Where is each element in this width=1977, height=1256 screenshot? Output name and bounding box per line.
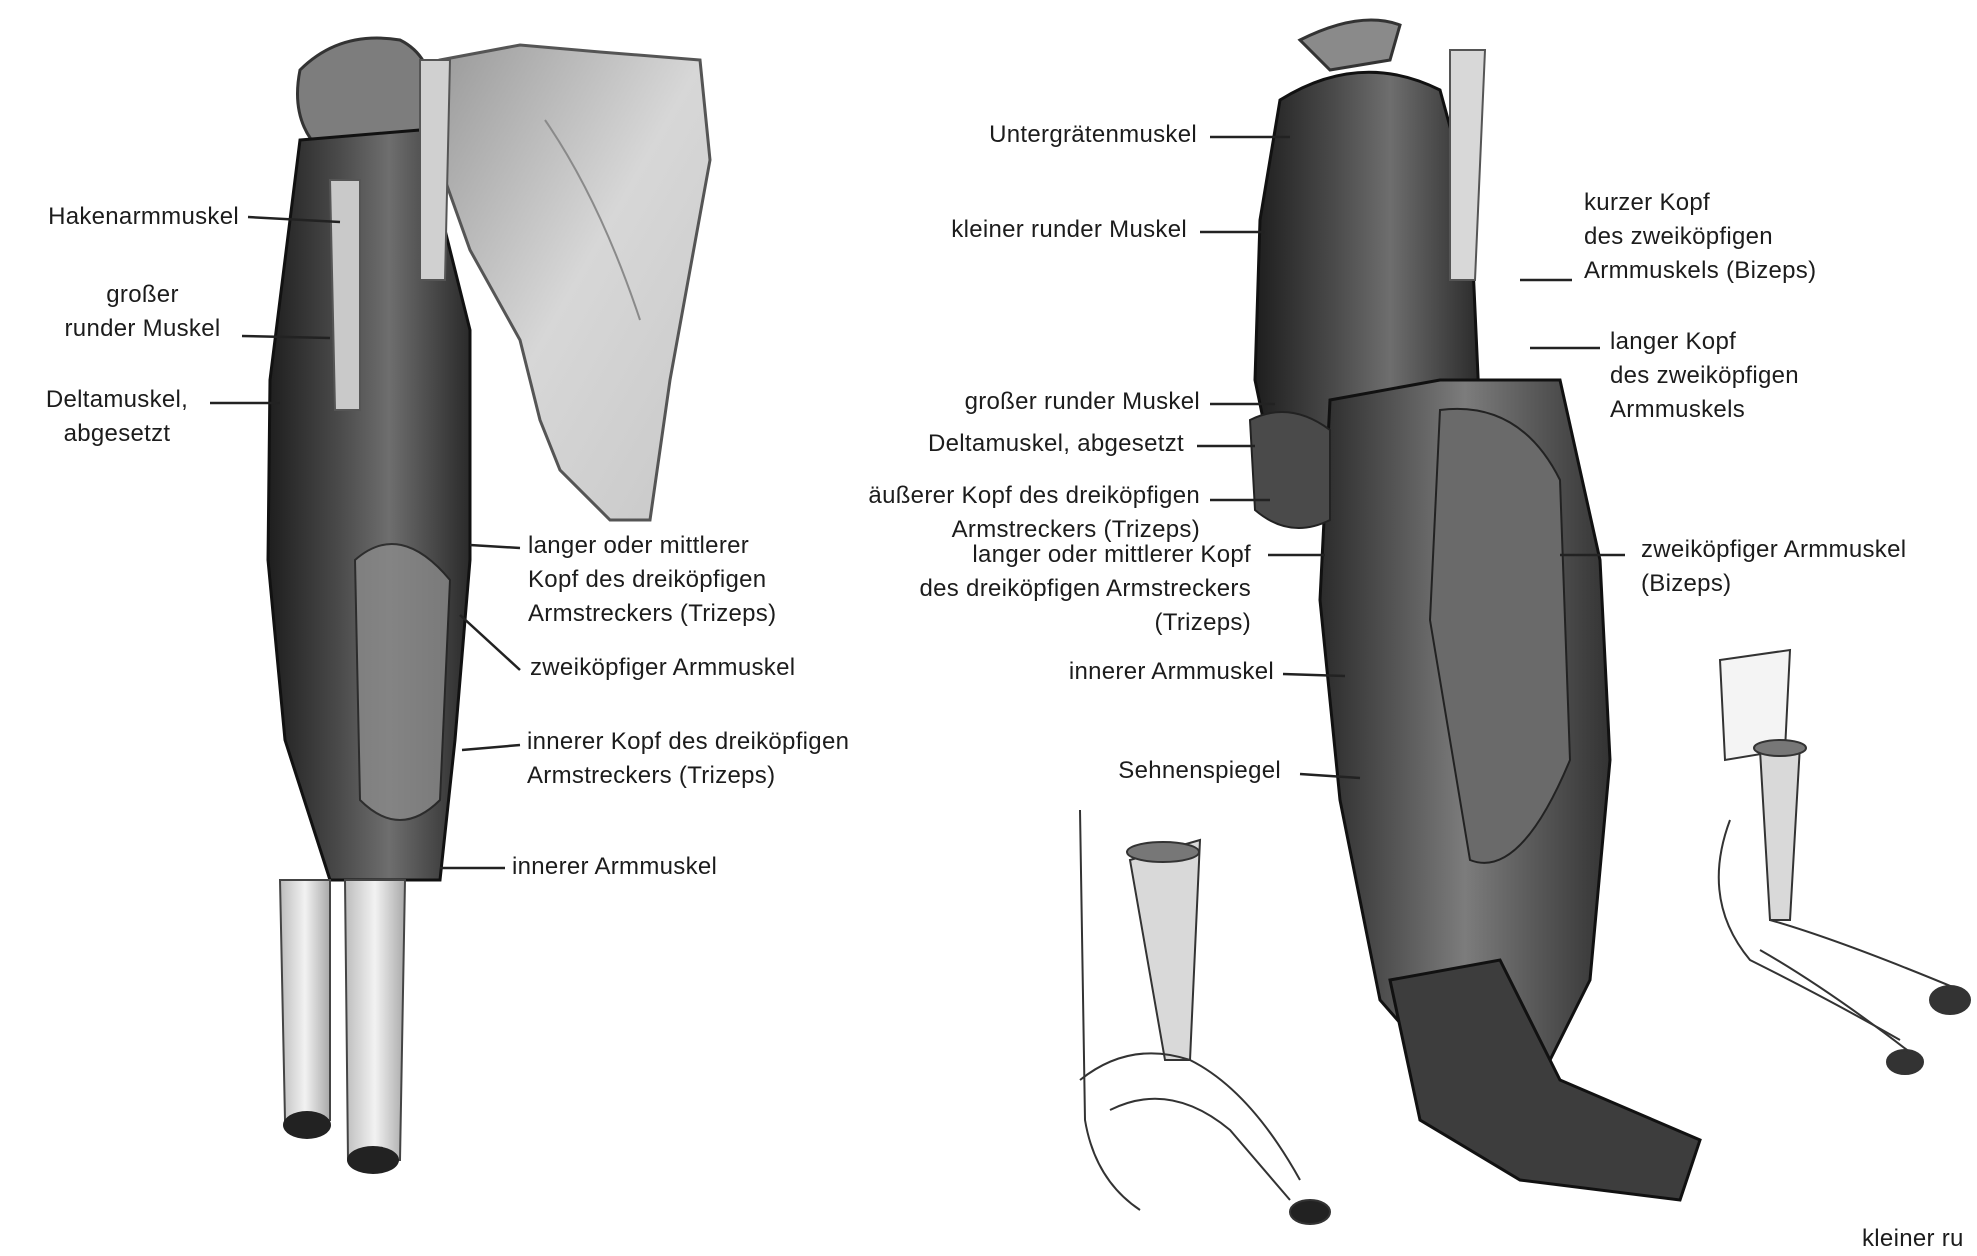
label-line: abgesetzt (22, 417, 212, 451)
label-line: Armstreckers (Trizeps) (528, 597, 776, 631)
label-sehnenspiegel: Sehnenspiegel (1118, 754, 1281, 788)
label-langer-mittlerer-kopf-right: langer oder mittlerer Kopf des dreiköpfi… (919, 538, 1251, 640)
label-langer-kopf-bizeps: langer Kopf des zweiköpfigen Armmuskels (1610, 325, 1799, 427)
long-tendon-right (1450, 50, 1485, 280)
acromion-shape (1300, 20, 1400, 70)
label-grosser-runder-muskel-right: großer runder Muskel (965, 385, 1200, 419)
label-deltamuskel-left: Deltamuskel, abgesetzt (22, 383, 212, 451)
elbow-sketch-right (1719, 650, 1970, 1074)
forearm-bone-left-1 (280, 880, 330, 1120)
bone-end-left-2 (347, 1146, 399, 1174)
label-innerer-armmuskel-right: innerer Armmuskel (1069, 655, 1274, 689)
deltoid-stump-right (1250, 412, 1330, 528)
label-kleiner-runder-muskel: kleiner runder Muskel (951, 213, 1187, 247)
label-kurzer-kopf-bizeps: kurzer Kopf des zweiköpfigen Armmuskels … (1584, 186, 1816, 288)
label-line: langer oder mittlerer (528, 529, 776, 563)
label-line: runder Muskel (30, 312, 255, 346)
long-tendon-left (420, 60, 450, 280)
bone-end-left-1 (283, 1111, 331, 1139)
forearm-bone-left-2 (345, 880, 405, 1160)
label-kleiner-cut: kleiner ru (1862, 1222, 1964, 1256)
label-line: Deltamuskel, (22, 383, 212, 417)
label-line: Armstreckers (Trizeps) (527, 759, 849, 793)
label-innerer-kopf-trizeps: innerer Kopf des dreiköpfigen Armstrecke… (527, 725, 849, 793)
label-line: des dreiköpfigen Armstreckers (919, 572, 1251, 606)
label-zweikoepfiger-armmuskel-right: zweiköpfiger Armmuskel (Bizeps) (1641, 533, 1906, 601)
label-zweikoepfiger-armmuskel-left: zweiköpfiger Armmuskel (530, 651, 795, 685)
label-langer-mittlerer-kopf-left: langer oder mittlerer Kopf des dreiköpfi… (528, 529, 776, 631)
label-line: des zweiköpfigen (1584, 220, 1816, 254)
label-line: (Bizeps) (1641, 567, 1906, 601)
label-line: langer oder mittlerer Kopf (919, 538, 1251, 572)
label-line: Armmuskels (1610, 393, 1799, 427)
scapula-shape (440, 45, 710, 520)
label-line: des zweiköpfigen (1610, 359, 1799, 393)
label-line: äußerer Kopf des dreiköpfigen (868, 479, 1200, 513)
label-aeusserer-kopf-trizeps: äußerer Kopf des dreiköpfigen Armstrecke… (868, 479, 1200, 547)
label-line: innerer Kopf des dreiköpfigen (527, 725, 849, 759)
label-line: Kopf des dreiköpfigen (528, 563, 776, 597)
label-line: langer Kopf (1610, 325, 1799, 359)
label-line: großer (30, 278, 255, 312)
label-untergraetenmuskel: Untergrätenmuskel (989, 118, 1197, 152)
label-innerer-armmuskel-left: innerer Armmuskel (512, 850, 717, 884)
label-deltamuskel-right: Deltamuskel, abgesetzt (928, 427, 1184, 461)
label-line: Armmuskels (Bizeps) (1584, 254, 1816, 288)
label-line: zweiköpfiger Armmuskel (1641, 533, 1906, 567)
label-line: kurzer Kopf (1584, 186, 1816, 220)
label-grosser-runder-muskel-left: großer runder Muskel (30, 278, 255, 346)
label-hakenarmmuskel: Hakenarmmuskel (48, 200, 239, 234)
biceps-tendon-left (330, 180, 360, 410)
inner-muscle-left (355, 544, 450, 820)
elbow-sketch-center (1080, 810, 1330, 1224)
label-line: (Trizeps) (919, 606, 1251, 640)
